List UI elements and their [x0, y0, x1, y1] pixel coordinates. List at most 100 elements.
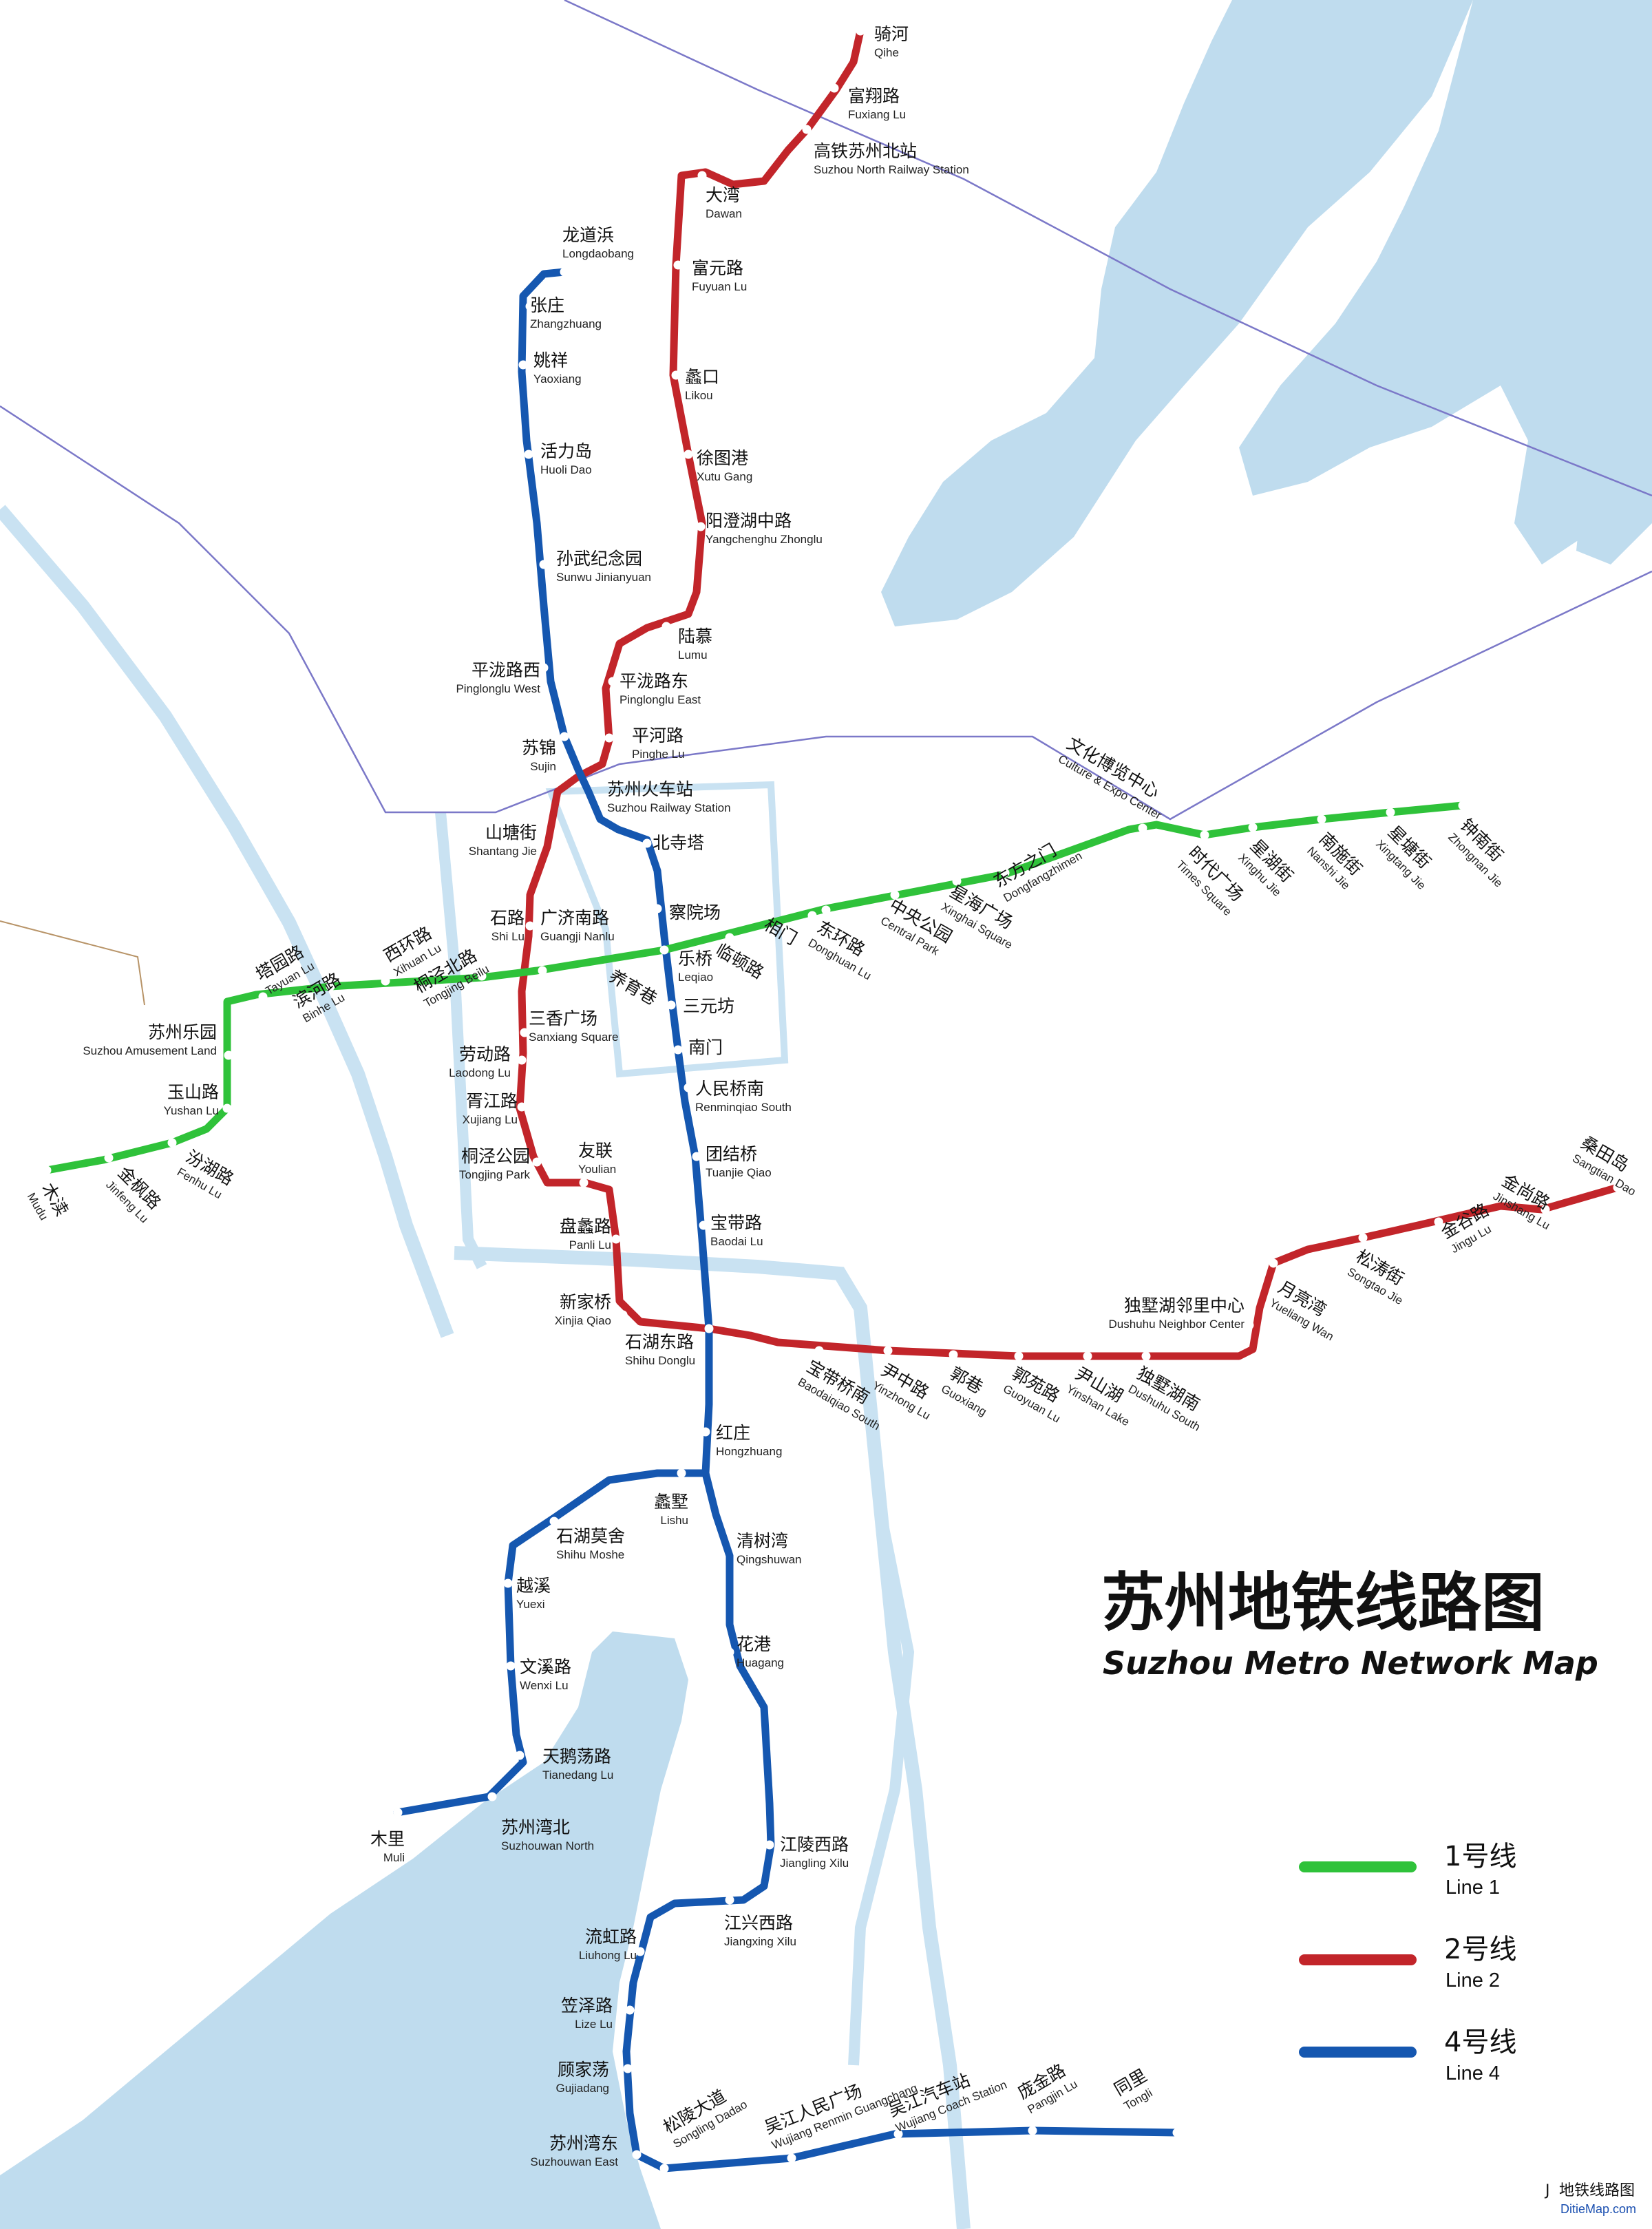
station-dot[interactable] — [503, 1578, 513, 1588]
station-dot[interactable] — [623, 2064, 633, 2073]
station-dot[interactable] — [893, 2129, 903, 2139]
station-dot[interactable] — [618, 962, 628, 972]
station-dot[interactable] — [517, 1102, 527, 1112]
station-dot[interactable] — [1269, 1258, 1278, 1268]
station-dot[interactable] — [518, 360, 528, 370]
station-dot[interactable] — [696, 522, 706, 531]
station-dot[interactable] — [1540, 1205, 1550, 1214]
station-dot[interactable] — [765, 1840, 774, 1850]
station-dot[interactable] — [1014, 1351, 1024, 1361]
station-dot[interactable] — [625, 2005, 635, 2015]
station-label[interactable]: 临顿路 — [712, 940, 767, 983]
station-dot[interactable] — [699, 1221, 708, 1230]
station-dot[interactable] — [673, 1045, 683, 1055]
line-1-route[interactable] — [43, 801, 1467, 1174]
station-dot[interactable] — [532, 1157, 542, 1167]
station-dot[interactable] — [802, 125, 812, 134]
station-dot[interactable] — [704, 1324, 714, 1333]
station-dot[interactable] — [949, 1350, 958, 1360]
station-dot[interactable] — [42, 1165, 52, 1175]
station-dot[interactable] — [1358, 1233, 1368, 1243]
station-dot[interactable] — [1083, 1351, 1092, 1361]
station-dot[interactable] — [1200, 830, 1209, 840]
station-dot[interactable] — [659, 945, 669, 955]
station-dot[interactable] — [725, 1895, 734, 1905]
station-label[interactable]: 北寺塔 — [653, 833, 704, 853]
station-dot[interactable] — [711, 1537, 721, 1547]
station-dot[interactable] — [222, 1103, 232, 1113]
station-dot[interactable] — [549, 1517, 559, 1526]
station-dot[interactable] — [539, 663, 549, 673]
station-dot[interactable] — [725, 933, 734, 942]
station-dot[interactable] — [671, 370, 681, 380]
station-dot[interactable] — [1434, 1217, 1443, 1227]
station-dot[interactable] — [1248, 823, 1258, 832]
line-2-route[interactable] — [516, 27, 1622, 1360]
station-dot[interactable] — [538, 966, 547, 975]
station-dot[interactable] — [258, 992, 268, 1002]
station-dot[interactable] — [1386, 807, 1395, 817]
station-dot[interactable] — [381, 976, 390, 986]
station-dot[interactable] — [829, 83, 839, 93]
station-dot[interactable] — [1245, 1320, 1254, 1330]
station-dot[interactable] — [642, 838, 652, 848]
station-dot[interactable] — [487, 1792, 497, 1802]
station-dot[interactable] — [611, 1234, 621, 1244]
station-dot[interactable] — [883, 1346, 893, 1355]
station-label[interactable]: 三元坊 — [683, 996, 734, 1016]
station-dot[interactable] — [608, 775, 617, 785]
station-dot[interactable] — [604, 733, 614, 743]
station-dot[interactable] — [1613, 1183, 1622, 1192]
station-dot[interactable] — [677, 1468, 686, 1478]
station-dot[interactable] — [517, 1055, 527, 1065]
station-dot[interactable] — [618, 1310, 628, 1320]
station-dot[interactable] — [632, 2150, 642, 2159]
station-dot[interactable] — [725, 1647, 734, 1657]
station-dot[interactable] — [661, 622, 671, 631]
station-dot[interactable] — [1141, 1351, 1151, 1361]
station-dot[interactable] — [814, 1346, 824, 1355]
station-dot[interactable] — [515, 1751, 525, 1760]
station-dot[interactable] — [635, 1947, 645, 1956]
station-dot[interactable] — [560, 732, 569, 741]
station-dot[interactable] — [1172, 2128, 1182, 2137]
